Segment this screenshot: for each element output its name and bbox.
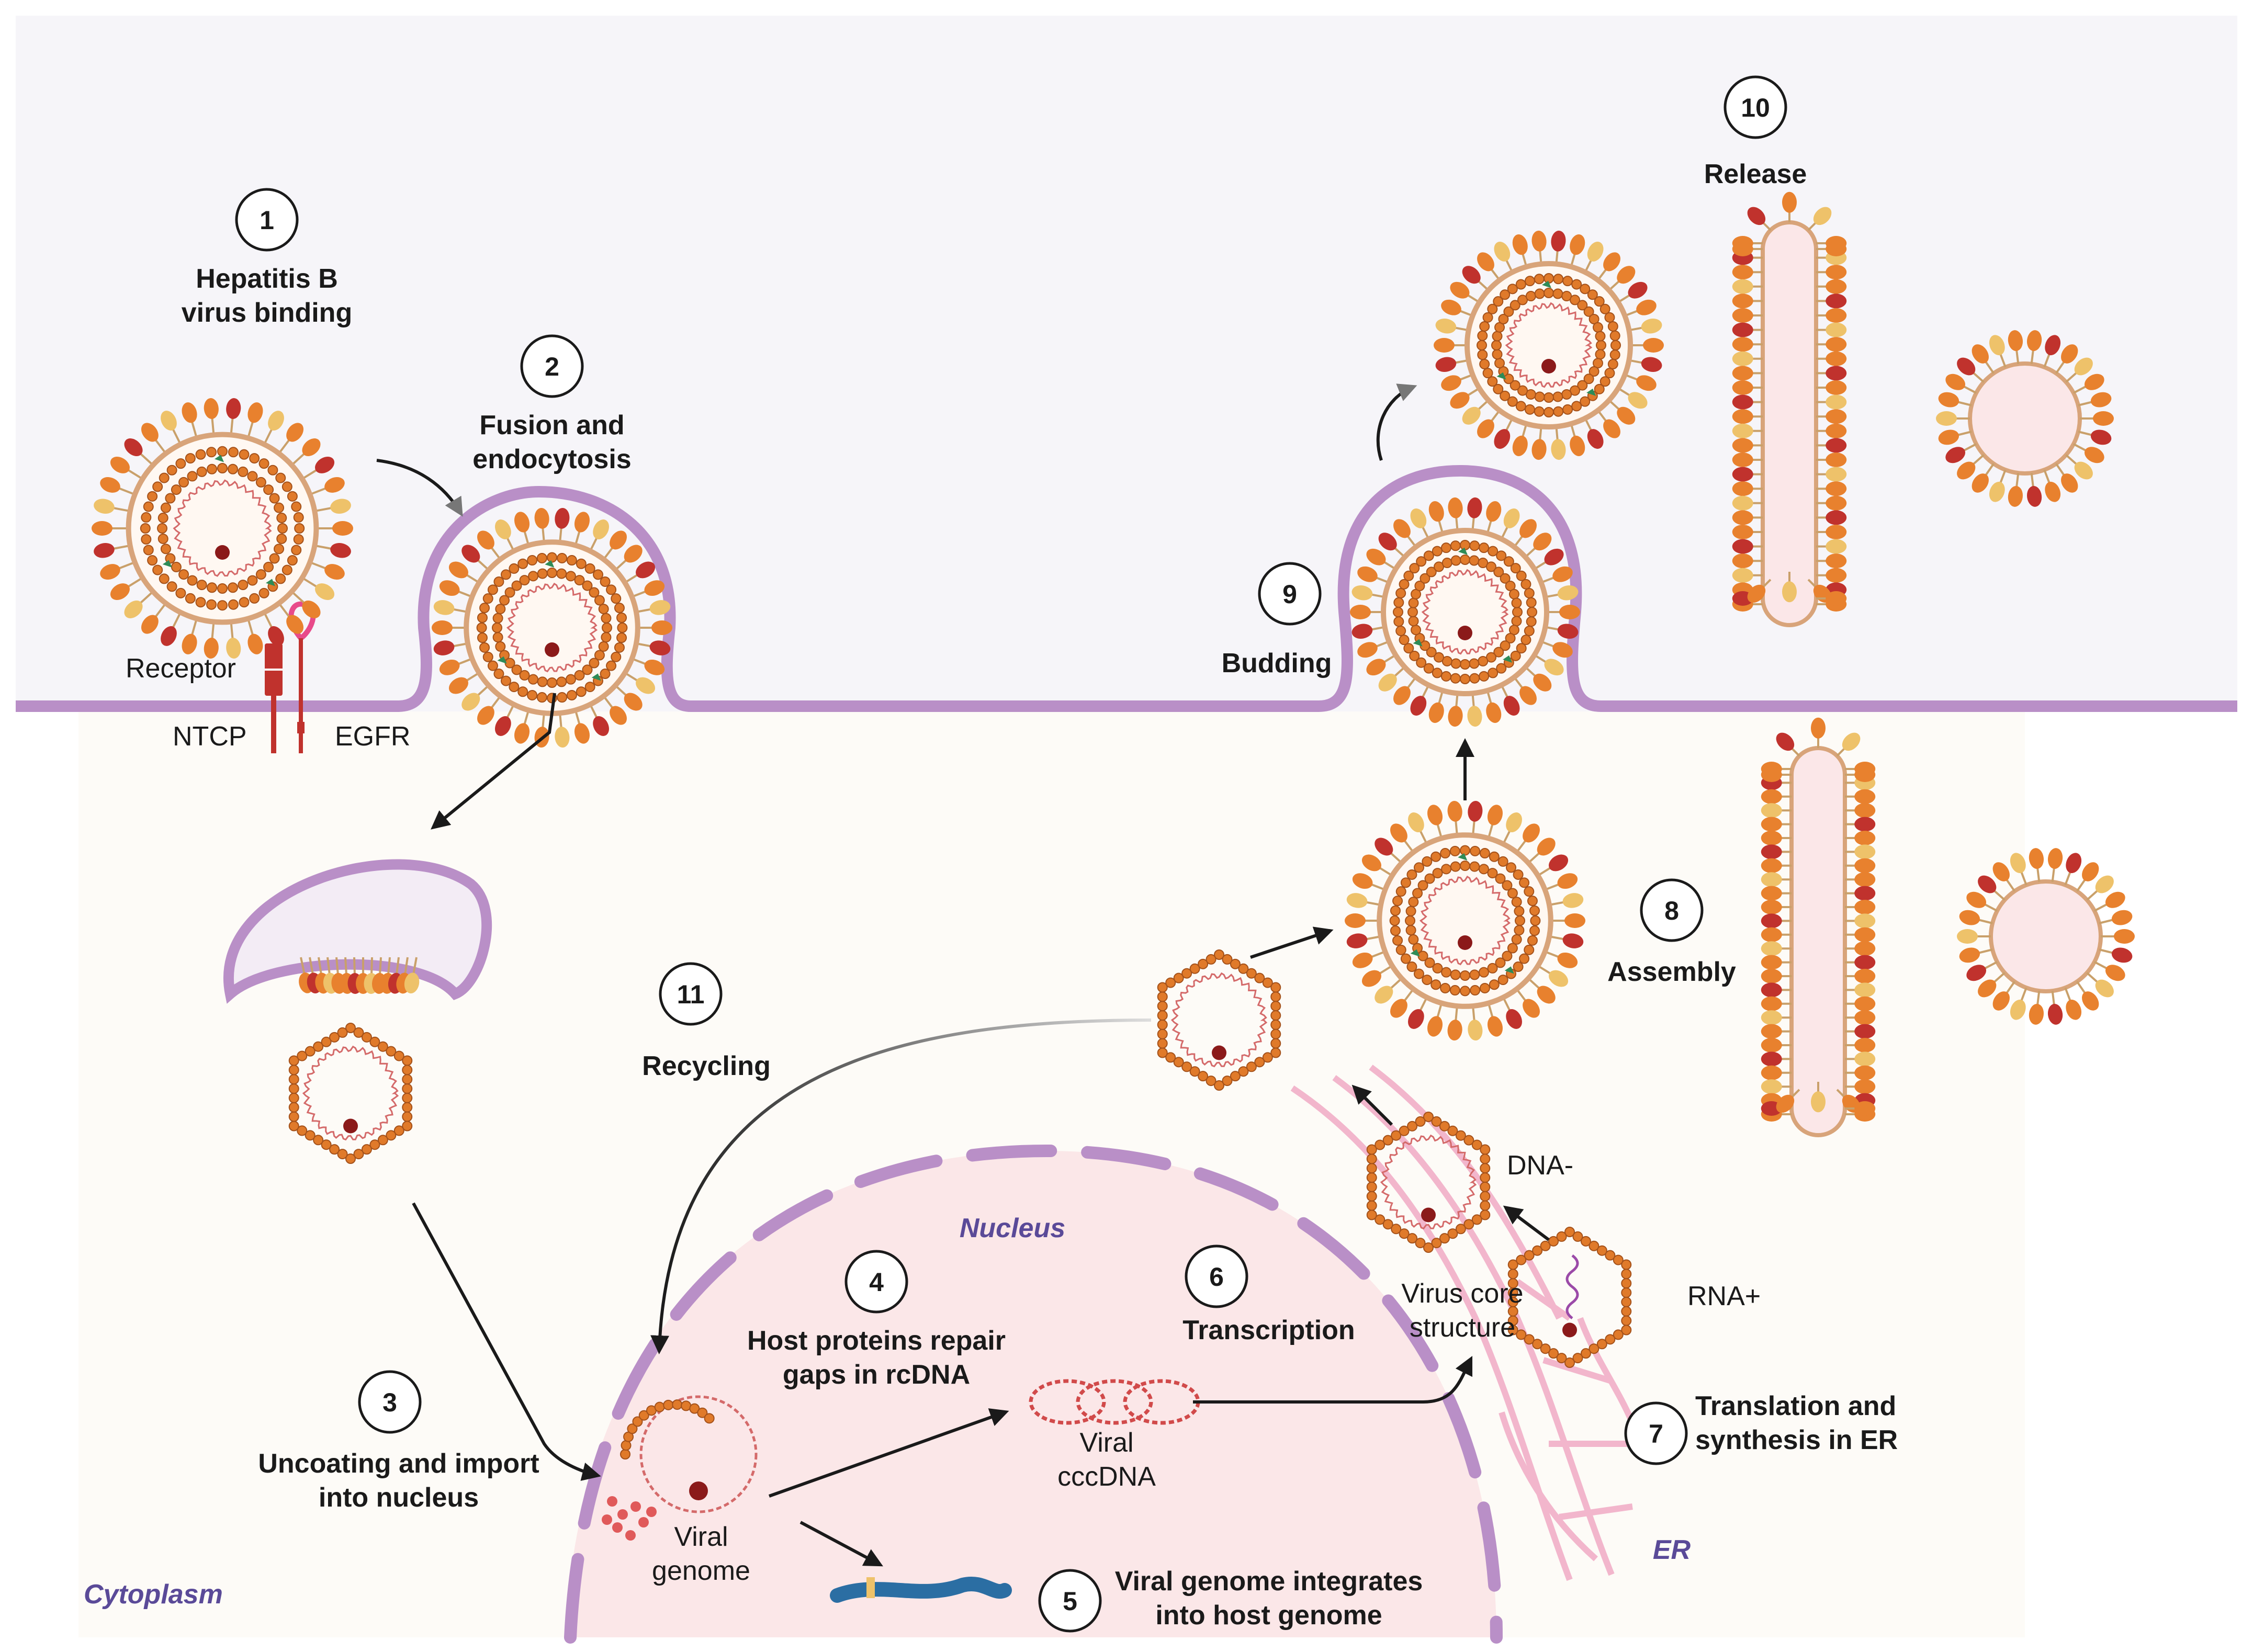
step-badge-6: 6 xyxy=(1185,1244,1248,1308)
step-badge-5: 5 xyxy=(1038,1569,1102,1633)
rna-plus-label: RNA+ xyxy=(1687,1281,1761,1311)
filament-assembly xyxy=(1761,717,1876,1137)
arrow-budding-to-release xyxy=(1376,383,1417,461)
capsid-uncoated xyxy=(288,1023,413,1164)
step-label-5: Viral genome integrates into host genome xyxy=(1115,1566,1423,1631)
er-label: ER xyxy=(1653,1535,1691,1565)
plasma-membrane xyxy=(16,465,2237,712)
virion-budding xyxy=(1350,497,1580,727)
arrow-genome-to-host xyxy=(799,1521,883,1567)
svg-text:Hepatitis B: Hepatitis B xyxy=(196,264,338,294)
step-badge-3: 3 xyxy=(358,1370,422,1434)
svg-text:Fusion and: Fusion and xyxy=(479,410,624,440)
step-badge-4: 4 xyxy=(844,1250,908,1314)
svg-text:9: 9 xyxy=(1282,580,1297,609)
svg-text:Translation and: Translation and xyxy=(1695,1391,1896,1421)
svg-text:6: 6 xyxy=(1209,1262,1224,1292)
arrow-rna-to-dna xyxy=(1503,1205,1550,1241)
svg-text:Assembly: Assembly xyxy=(1607,957,1736,987)
nucleus-label: Nucleus xyxy=(960,1213,1065,1243)
svg-text:into nucleus: into nucleus xyxy=(319,1483,479,1513)
step-label-11: Recycling xyxy=(642,1051,771,1081)
arrow-endocytosis-to-uncoating xyxy=(431,693,556,830)
dna-minus-label: DNA- xyxy=(1507,1150,1573,1181)
step-badge-1: 1 xyxy=(235,188,299,252)
filament-released xyxy=(1732,191,1847,627)
arrow-capsid-to-assembly xyxy=(1250,926,1334,959)
svg-text:1: 1 xyxy=(260,206,274,235)
svg-text:Uncoating and import: Uncoating and import xyxy=(258,1449,539,1479)
step-label-4: Host proteins repair gaps in rcDNA xyxy=(747,1326,1006,1390)
svg-text:11: 11 xyxy=(677,980,705,1009)
step-label-9: Budding xyxy=(1222,648,1332,678)
step-label-2: Fusion and endocytosis xyxy=(472,410,631,474)
svg-text:synthesis in ER: synthesis in ER xyxy=(1695,1425,1898,1455)
virion-released xyxy=(1434,230,1664,460)
svg-text:genome: genome xyxy=(652,1556,750,1586)
svg-text:Virus core: Virus core xyxy=(1401,1278,1523,1309)
capsid-dna-minus xyxy=(1366,1112,1491,1253)
arrow-dna-to-capsid xyxy=(1351,1084,1393,1126)
receptor-label: Receptor xyxy=(126,653,236,684)
svg-text:Transcription: Transcription xyxy=(1182,1315,1355,1345)
step-badge-10: 10 xyxy=(1723,75,1787,139)
step-badge-7: 7 xyxy=(1624,1401,1688,1465)
viral-genome-nucleus xyxy=(602,1395,758,1541)
cccdna-label: Viral cccDNA xyxy=(1057,1428,1156,1492)
svg-text:2: 2 xyxy=(545,352,559,381)
nuclear-envelope xyxy=(564,1144,1503,1644)
step-label-10: Release xyxy=(1704,159,1807,189)
virus-core-label: Virus core structure xyxy=(1401,1278,1523,1343)
svg-text:virus binding: virus binding xyxy=(182,298,352,328)
step-badge-11: 11 xyxy=(659,962,723,1026)
svg-text:into host genome: into host genome xyxy=(1155,1600,1382,1631)
nucleus-body xyxy=(565,1151,1496,1637)
virion-assembled xyxy=(1345,800,1585,1041)
ntcp-label: NTCP xyxy=(173,721,247,752)
arrow-recycling xyxy=(650,1019,1152,1354)
viral-genome-label: Viral genome xyxy=(652,1522,750,1586)
cytoplasm-label: Cytoplasm xyxy=(84,1579,223,1610)
svg-text:Budding: Budding xyxy=(1222,648,1332,678)
arrow-uncoating-to-nucleus xyxy=(412,1202,601,1481)
svg-text:structure: structure xyxy=(1410,1312,1515,1343)
step-badge-8: 8 xyxy=(1640,878,1704,942)
extracellular-space xyxy=(16,16,2237,711)
step-badge-9: 9 xyxy=(1258,562,1322,626)
arrow-cccdna-to-core xyxy=(1193,1355,1473,1404)
svg-text:gaps in rcDNA: gaps in rcDNA xyxy=(783,1360,970,1390)
arrow-binding-to-fusion xyxy=(376,459,463,517)
svg-text:Viral: Viral xyxy=(1079,1428,1133,1458)
sphere-released xyxy=(1936,330,2114,507)
endosome-uncoating xyxy=(223,859,492,1004)
svg-text:Release: Release xyxy=(1704,159,1807,189)
svg-text:cccDNA: cccDNA xyxy=(1057,1462,1156,1492)
step-badge-2: 2 xyxy=(520,334,584,398)
svg-text:Viral: Viral xyxy=(674,1522,728,1552)
arrow-genome-to-cccdna xyxy=(768,1408,1009,1498)
step-label-3: Uncoating and import into nucleus xyxy=(258,1449,539,1513)
virion-binding xyxy=(92,398,353,659)
svg-text:Host proteins repair: Host proteins repair xyxy=(747,1326,1006,1356)
svg-text:3: 3 xyxy=(382,1388,397,1417)
step-label-1: Hepatitis B virus binding xyxy=(182,264,352,328)
host-genome-dna xyxy=(830,1577,1012,1603)
svg-text:10: 10 xyxy=(1741,93,1770,122)
svg-text:Recycling: Recycling xyxy=(642,1051,771,1081)
svg-text:7: 7 xyxy=(1649,1419,1663,1449)
step-label-8: Assembly xyxy=(1607,957,1736,987)
svg-text:5: 5 xyxy=(1063,1587,1077,1616)
svg-text:endocytosis: endocytosis xyxy=(472,444,631,474)
svg-text:4: 4 xyxy=(869,1268,884,1297)
svg-text:8: 8 xyxy=(1664,896,1679,925)
sphere-assembly xyxy=(1957,848,2135,1025)
capsid-rna-plus xyxy=(1507,1227,1632,1368)
step-label-7: Translation and synthesis in ER xyxy=(1695,1391,1898,1455)
ntcp-receptor xyxy=(265,643,283,753)
step-label-6: Transcription xyxy=(1182,1315,1355,1345)
egfr-label: EGFR xyxy=(335,721,410,752)
svg-text:Viral genome integrates: Viral genome integrates xyxy=(1115,1566,1423,1597)
capsid-recycling xyxy=(1157,949,1281,1091)
